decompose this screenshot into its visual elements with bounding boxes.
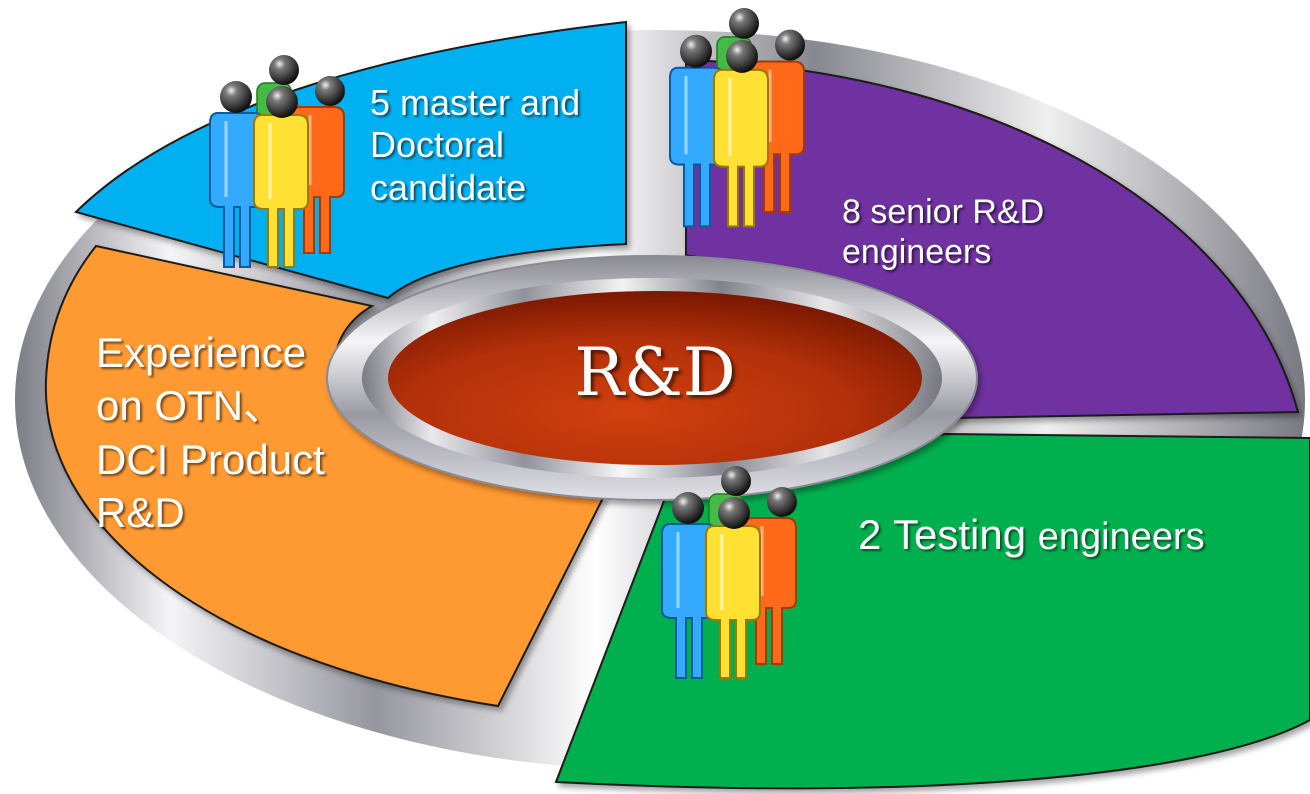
people-group-icon — [660, 464, 799, 680]
segment-green-label: 2 Testing engineers — [858, 510, 1205, 560]
segment-blue-label: 5 master and Doctoral candidate — [370, 82, 580, 209]
segment-blue-line: 5 master and — [370, 82, 581, 123]
segment-purple-line: engineers — [842, 233, 992, 272]
segment-green-tail: engineers — [1037, 516, 1205, 558]
segment-green-number: 2 — [858, 511, 894, 558]
hub-label: R&D — [574, 334, 736, 411]
hub-center — [388, 291, 922, 465]
people-group-icon — [668, 6, 807, 228]
segment-purple-label: 8 senior R&D engineers — [842, 192, 1044, 272]
people-group-icon — [208, 53, 347, 269]
segment-orange-line: on OTN、 — [96, 382, 286, 430]
segment-blue-line: Doctoral — [370, 124, 505, 166]
segment-blue-line: candidate — [370, 166, 527, 208]
segment-orange-line: R&D — [96, 488, 185, 536]
segment-orange-label: Experience on OTN、 DCI Product R&D — [96, 326, 325, 539]
segment-blue — [74, 20, 627, 300]
segment-purple-line: 8 senior R&D — [842, 193, 1045, 231]
segment-green-word: Testing — [893, 511, 1038, 558]
segment-orange-line: Experience — [96, 329, 307, 376]
segment-orange-line: DCI Product — [96, 435, 325, 483]
